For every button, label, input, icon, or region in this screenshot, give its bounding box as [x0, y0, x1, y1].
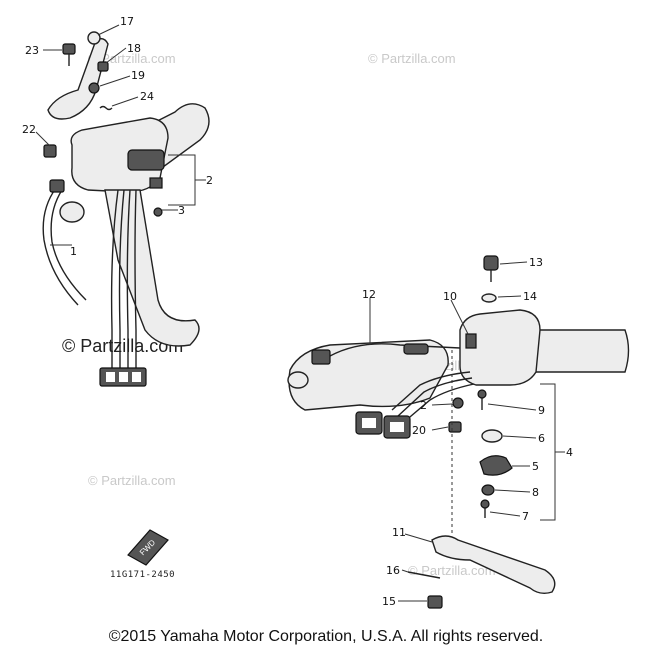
screw-2-right	[452, 397, 464, 409]
connector-2-face	[390, 422, 404, 432]
callout-15: 15	[382, 595, 396, 608]
copyright-notice: ©2015 Yamaha Motor Corporation, U.S.A. A…	[108, 628, 544, 645]
fwd-arrow-tag: FWD	[127, 529, 169, 566]
callout-19: 19	[131, 69, 145, 82]
callout-16: 16	[386, 564, 400, 577]
harness-wire-a	[110, 189, 119, 370]
callout-4: 4	[566, 446, 573, 459]
bracket-10	[465, 333, 477, 349]
washer-14	[481, 293, 497, 303]
right-handlebar-assembly	[287, 255, 630, 609]
cable-end	[403, 343, 429, 355]
screw-9-head	[477, 389, 487, 399]
watermark-top-right: © Partzilla.com	[368, 51, 456, 66]
callout-6: 6	[538, 432, 545, 445]
callout-17: 17	[120, 15, 134, 28]
washer-8	[481, 484, 495, 496]
harness-wire-c	[126, 189, 131, 370]
right-harness-wire-c	[403, 383, 475, 423]
connector-1-face	[362, 418, 376, 428]
watermark-bottom-right: © Partzilla.com	[408, 563, 496, 578]
callout-14: 14	[523, 290, 537, 303]
drawing-part-code: 11G171-2450	[110, 570, 175, 580]
connector-pin-3	[132, 372, 141, 382]
watermark-bottom-left: © Partzilla.com	[88, 473, 176, 488]
callout-5: 5	[532, 460, 539, 473]
spring-24	[99, 105, 113, 111]
left-handlebar-assembly	[42, 31, 210, 387]
right-switch-housing	[459, 309, 541, 386]
nut-15	[427, 595, 443, 609]
left-lever	[47, 37, 109, 120]
callout-22: 22	[22, 123, 36, 136]
callout-3: 3	[178, 204, 185, 217]
callout-13: 13	[529, 256, 543, 269]
callout-24: 24	[140, 90, 154, 103]
callout-10: 10	[443, 290, 457, 303]
right-handlebar-grip	[519, 329, 630, 373]
harness-wire-d	[134, 189, 137, 370]
left-callout-leaders	[35, 24, 206, 246]
bolt-23	[62, 43, 76, 55]
clutch-switch-wire-2	[50, 189, 87, 301]
nut-20	[448, 421, 462, 433]
callout-8: 8	[532, 486, 539, 499]
screw-18	[97, 61, 109, 72]
clutch-switch	[49, 179, 65, 193]
callout-18: 18	[127, 42, 141, 55]
brake-lever	[431, 535, 556, 595]
brake-switch-wire	[329, 343, 461, 357]
switch-part-2	[149, 177, 163, 189]
left-switch-knob	[127, 149, 165, 171]
nut-19	[88, 82, 100, 94]
callout-12: 12	[362, 288, 376, 301]
lever-ball-end	[87, 31, 101, 45]
callout-23: 23	[25, 44, 39, 57]
callout-1: 1	[70, 245, 77, 258]
harness-wire-b	[118, 189, 125, 370]
connector-pin-2	[119, 372, 128, 382]
callout-11: 11	[392, 526, 406, 539]
callout-20: 20	[412, 424, 426, 437]
watermark-top-left: © Partzilla.com	[88, 51, 176, 66]
callout-7: 7	[522, 510, 529, 523]
callout-9: 9	[538, 404, 545, 417]
cover-6	[481, 429, 503, 443]
right-callout-leaders	[369, 261, 565, 602]
callout-2-right: 2	[420, 399, 427, 412]
callout-2-left: 2	[206, 174, 213, 187]
right-harness-wire-b	[397, 377, 473, 417]
screw-13	[483, 255, 499, 271]
right-clamp-boss	[287, 371, 309, 389]
screw-7-head	[480, 499, 490, 509]
pin-16	[407, 571, 441, 579]
right-harness-wire-a	[391, 371, 471, 411]
screw-3	[153, 207, 163, 217]
clutch-switch-wire	[42, 187, 79, 306]
connector-pin-1	[106, 372, 115, 382]
watermark-prominent: © Partzilla.com	[62, 336, 183, 356]
brake-switch	[311, 349, 331, 365]
nut-22	[43, 144, 57, 158]
left-clamp-boss	[59, 201, 85, 223]
part-5	[479, 455, 513, 476]
